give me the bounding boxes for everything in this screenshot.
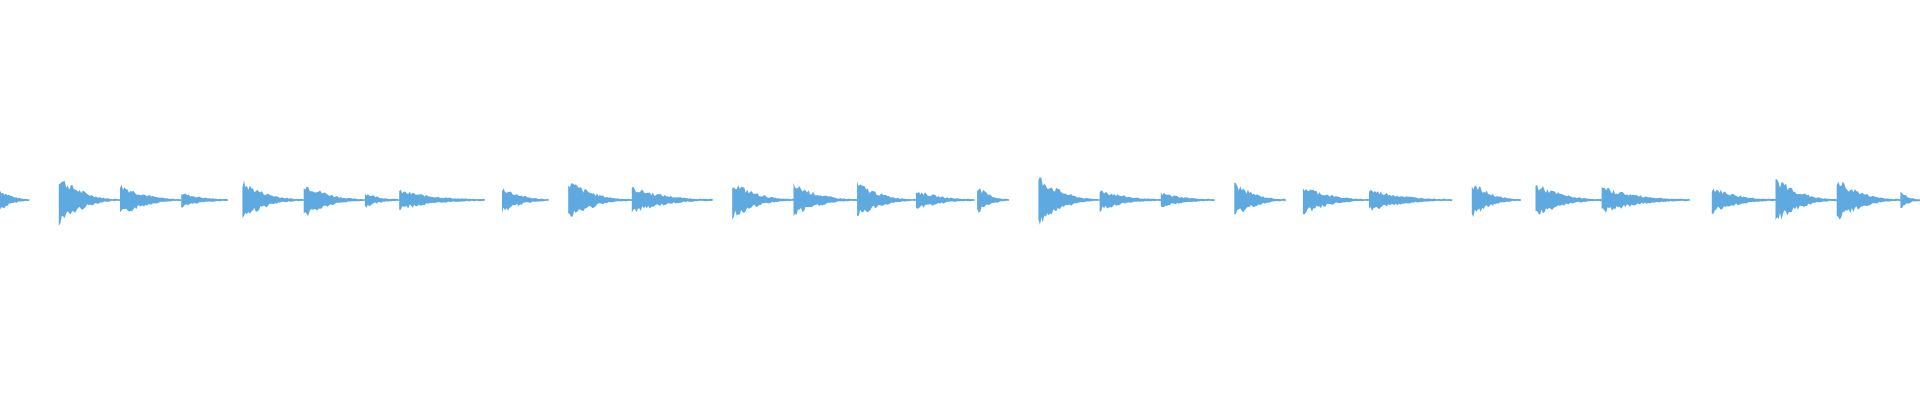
waveform-transient-27 bbox=[1775, 179, 1837, 221]
waveform-transient-14 bbox=[857, 181, 916, 216]
waveform-transient-10 bbox=[568, 183, 632, 217]
waveform-transient-8 bbox=[399, 189, 485, 210]
waveform-transient-9 bbox=[502, 188, 549, 214]
waveform-transient-11 bbox=[631, 186, 713, 213]
waveform-transient-26 bbox=[1711, 188, 1776, 214]
waveform-transient-12 bbox=[732, 185, 794, 220]
waveform-transient-29 bbox=[1900, 191, 1920, 208]
waveform-transient-16 bbox=[977, 188, 1009, 213]
waveform-transient-28 bbox=[1836, 181, 1901, 220]
waveform-transient-3 bbox=[120, 184, 182, 213]
waveform-transient-25 bbox=[1601, 186, 1690, 213]
waveform-transient-1 bbox=[0, 190, 30, 210]
waveform-peaks-layer bbox=[0, 177, 1920, 226]
waveform-transient-21 bbox=[1302, 187, 1369, 215]
waveform-transient-24 bbox=[1535, 184, 1602, 215]
waveform-transient-15 bbox=[915, 192, 975, 209]
waveform-transient-2 bbox=[58, 181, 120, 226]
waveform-transient-19 bbox=[1160, 192, 1215, 208]
waveform-transient-6 bbox=[303, 186, 365, 216]
waveform-transient-7 bbox=[364, 193, 400, 208]
waveform-transient-13 bbox=[793, 182, 858, 217]
waveform-transient-22 bbox=[1369, 190, 1453, 212]
waveform-transient-17 bbox=[1038, 177, 1100, 225]
waveform-transient-23 bbox=[1471, 185, 1521, 218]
waveform-transient-20 bbox=[1234, 182, 1286, 215]
waveform-transient-4 bbox=[181, 193, 228, 208]
waveform-transient-18 bbox=[1099, 190, 1161, 212]
waveform-transient-5 bbox=[242, 180, 304, 218]
